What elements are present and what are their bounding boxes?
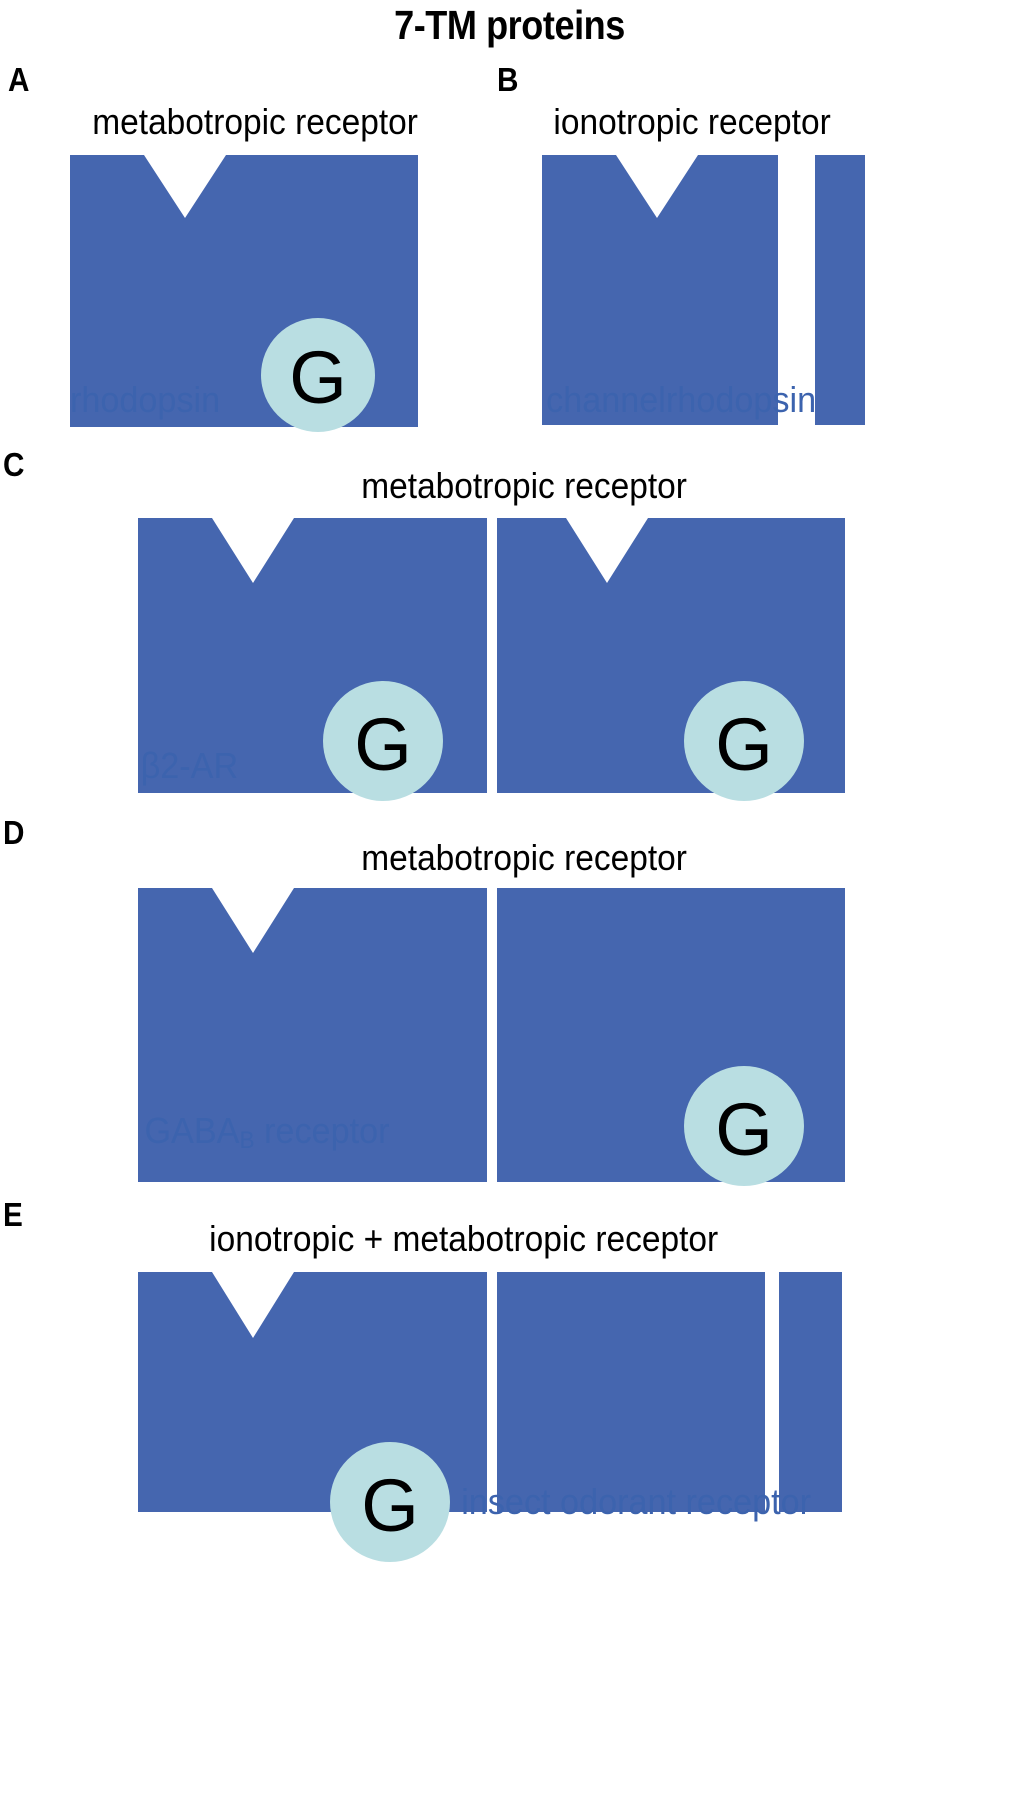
panel-e-subunit-notched bbox=[138, 1272, 487, 1512]
panel-d-subunit-plain bbox=[497, 888, 845, 1182]
panel-letter-c: C bbox=[3, 446, 25, 483]
panel-e-name-label: insect odorant receptor bbox=[461, 1481, 812, 1522]
panel-a-gprotein-circle bbox=[261, 318, 375, 432]
panel-d-name-suffix: receptor bbox=[254, 1110, 390, 1151]
panel-c-gprotein-circle-left bbox=[323, 681, 443, 801]
panel-d-name-subscript: B bbox=[239, 1127, 255, 1155]
figure-title: 7-TM proteins bbox=[394, 2, 625, 48]
panel-b-subunit-pore bbox=[815, 155, 865, 425]
panel-d-head-label: metabotropic receptor bbox=[361, 837, 687, 878]
panel-letter-e: E bbox=[3, 1196, 23, 1233]
panel-e-gprotein-circle bbox=[330, 1442, 450, 1562]
panel-b-name-label: channelrhodopsin bbox=[546, 379, 817, 420]
panel-letter-a: A bbox=[8, 61, 30, 98]
panel-d-gprotein-circle bbox=[684, 1066, 804, 1186]
panel-letter-b: B bbox=[497, 61, 519, 98]
panel-d-name-label: GABAB receptor bbox=[144, 1110, 390, 1153]
panel-a-name-label: rhodopsin bbox=[69, 379, 221, 420]
panel-letter-d: D bbox=[3, 814, 25, 851]
panel-a-head-label: metabotropic receptor bbox=[92, 101, 418, 142]
panel-c-gprotein-circle-right bbox=[684, 681, 804, 801]
panel-a-gprotein-label: G bbox=[289, 336, 347, 419]
panel-d-name-prefix: GABA bbox=[144, 1110, 240, 1151]
panel-d-gprotein-label: G bbox=[715, 1088, 773, 1171]
panel-e-head-label: ionotropic + metabotropic receptor bbox=[209, 1218, 719, 1259]
panel-e-gprotein-label: G bbox=[361, 1464, 419, 1547]
panel-c-subunit-notched-right bbox=[497, 518, 845, 793]
panel-e-subunit-pore bbox=[779, 1272, 842, 1512]
panel-c-head-label: metabotropic receptor bbox=[361, 465, 687, 506]
panel-c-gprotein-label-right: G bbox=[715, 703, 773, 786]
panel-b-head-label: ionotropic receptor bbox=[553, 101, 831, 142]
panel-c-gprotein-label-left: G bbox=[354, 703, 412, 786]
panel-e-subunit-plain bbox=[497, 1272, 765, 1512]
panel-c-name-label: β2-AR bbox=[140, 745, 239, 786]
